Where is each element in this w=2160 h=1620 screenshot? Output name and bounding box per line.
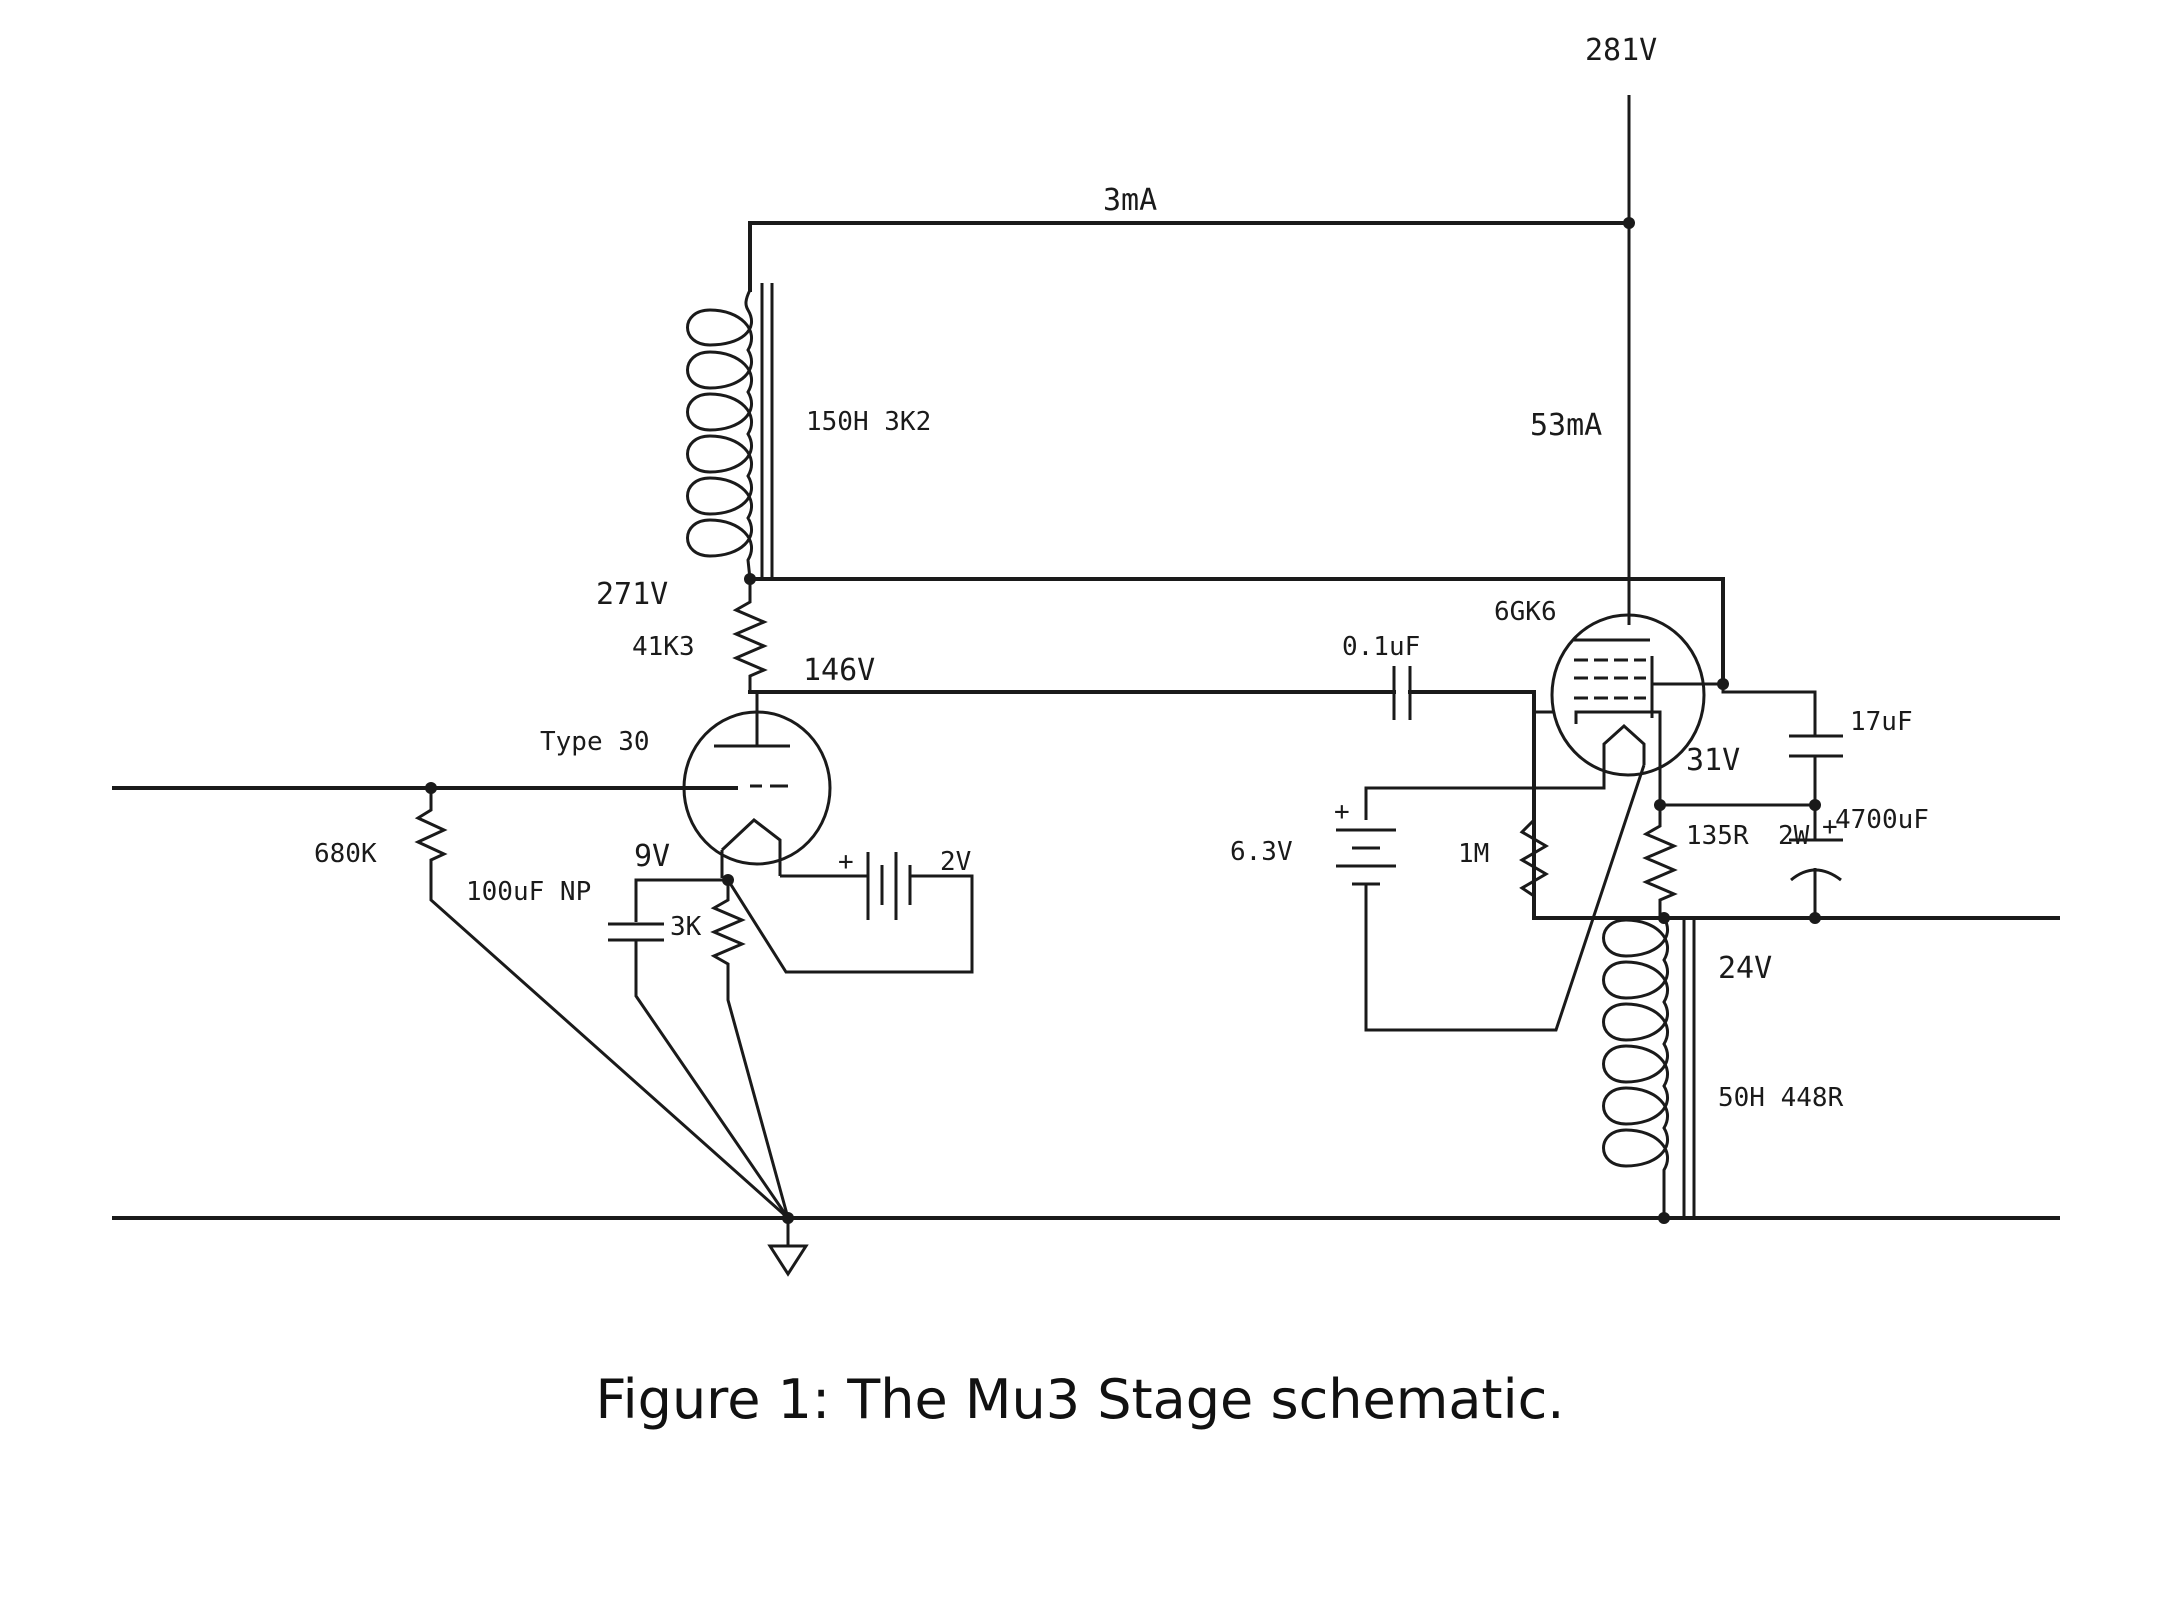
label-node-9: 9V	[634, 839, 670, 874]
label-cap-np: 100uF NP	[466, 877, 591, 907]
choke-50h	[1602, 917, 1696, 1218]
label-coupling-cap: 0.1uF	[1342, 632, 1420, 662]
label-node-271: 271V	[596, 577, 668, 612]
label-heater-batt: 6.3V	[1230, 837, 1293, 867]
label-node-24: 24V	[1718, 951, 1772, 986]
tube-6gk6	[1550, 613, 1723, 805]
ground-icon	[767, 1244, 809, 1277]
junction-dot	[1809, 912, 1821, 924]
resistor-680k	[414, 788, 789, 1220]
choke-150h	[686, 283, 774, 580]
cap-np-wire	[634, 878, 728, 922]
label-resistor-anode: 41K3	[632, 632, 695, 662]
label-resistor-cathode-out: 135R	[1686, 821, 1749, 851]
figure-caption: Figure 1: The Mu3 Stage schematic.	[595, 1368, 1565, 1431]
label-tube-input: Type 30	[540, 727, 650, 757]
heater-plus: +	[1334, 797, 1350, 827]
label-output-current: 53mA	[1530, 408, 1602, 443]
label-node-146: 146V	[803, 653, 875, 688]
cap-17-wire	[1721, 684, 1817, 735]
cap-np-ground	[634, 940, 790, 1219]
label-resistor-power: 2W	[1778, 821, 1810, 851]
junction-dot	[1658, 1212, 1670, 1224]
tube-type-30	[682, 692, 832, 878]
grid-wire-out	[1408, 690, 1536, 920]
screen-wire	[748, 577, 1725, 686]
label-bias-batt: 2V	[940, 847, 971, 877]
label-supply-voltage: 281V	[1585, 33, 1657, 68]
label-tube-output: 6GK6	[1494, 597, 1557, 627]
resistor-3k	[710, 880, 790, 1219]
top-wire	[748, 221, 1631, 292]
resistor-41k3	[732, 579, 768, 692]
label-resistor-cathode-in: 3K	[670, 912, 702, 942]
label-grid-resistor-in: 680K	[314, 839, 377, 869]
label-grid-resistor-out: 1M	[1458, 839, 1489, 869]
label-top-current: 3mA	[1103, 183, 1157, 218]
label-choke-bottom: 50H 448R	[1718, 1083, 1844, 1113]
cap-4700-plus: +	[1822, 812, 1838, 842]
label-cap-17: 17uF	[1850, 707, 1913, 737]
battery-plus: +	[838, 847, 854, 877]
bias-loop	[726, 874, 974, 974]
heater-return	[1364, 764, 1646, 1032]
label-cap-4700: 4700uF	[1835, 805, 1929, 835]
heater-wire	[1364, 760, 1606, 820]
label-choke-top: 150H 3K2	[806, 407, 931, 437]
resistor-135r	[1642, 805, 1678, 918]
label-node-31: 31V	[1686, 743, 1740, 778]
resistor-1m	[1519, 818, 1549, 898]
